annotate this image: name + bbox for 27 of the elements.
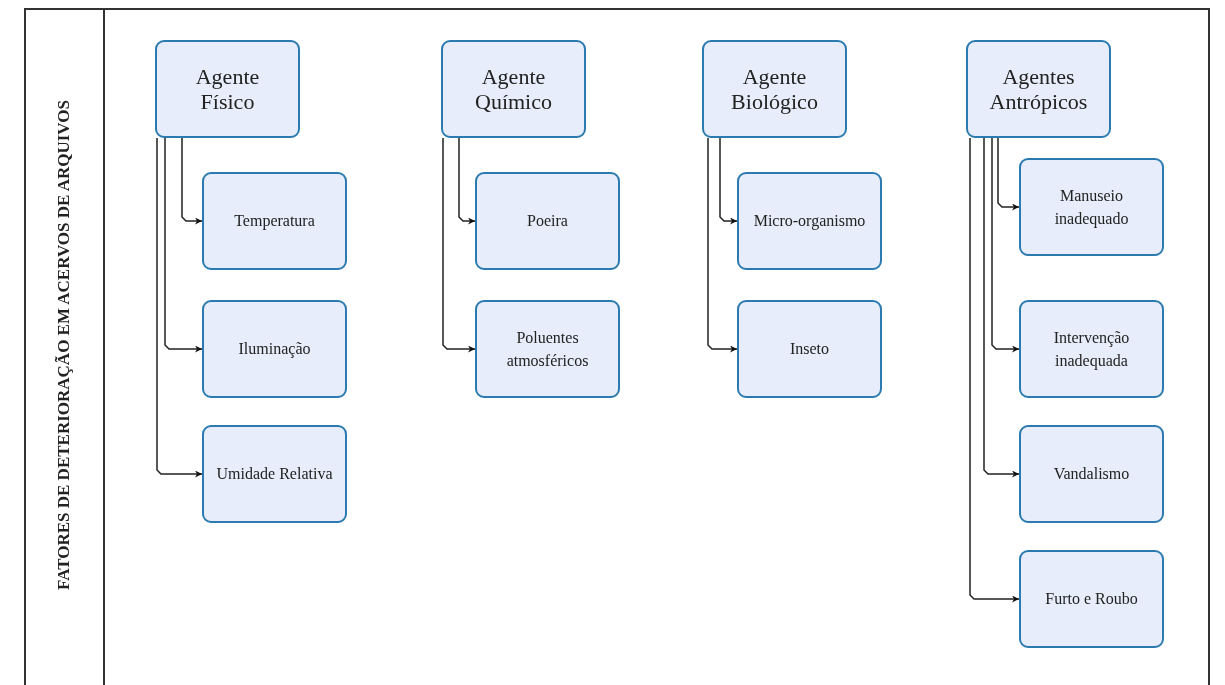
connector-arrow: [719, 137, 738, 225]
category-box: Agente Físico: [155, 40, 300, 138]
category-box: Agentes Antrópicos: [966, 40, 1111, 138]
factor-box: Iluminação: [202, 300, 347, 398]
category-box: Agente Biológico: [702, 40, 847, 138]
factor-box: Temperatura: [202, 172, 347, 270]
factor-box: Poluentes atmosféricos: [475, 300, 620, 398]
connector-arrow: [156, 137, 203, 478]
connector-arrow: [969, 137, 1020, 603]
factor-box: Micro-organismo: [737, 172, 882, 270]
connector-arrow: [983, 137, 1020, 478]
factor-box: Poeira: [475, 172, 620, 270]
vertical-title: FATORES DE DETERIORAÇÃO EM ACERVOS DE ARQUIVOS: [54, 100, 74, 590]
connector-arrow: [442, 137, 476, 353]
connector-arrow: [991, 137, 1020, 353]
category-box: Agente Químico: [441, 40, 586, 138]
factor-box: Furto e Roubo: [1019, 550, 1164, 648]
factor-box: Inseto: [737, 300, 882, 398]
factor-box: Umidade Relativa: [202, 425, 347, 523]
connector-arrow: [164, 137, 203, 353]
factor-box: Vandalismo: [1019, 425, 1164, 523]
connector-arrow: [458, 137, 476, 225]
factor-box: Manuseio inadequado: [1019, 158, 1164, 256]
connector-arrow: [707, 137, 738, 353]
factor-box: Intervenção inadequada: [1019, 300, 1164, 398]
connector-arrow: [181, 137, 203, 225]
connector-arrow: [997, 137, 1020, 211]
